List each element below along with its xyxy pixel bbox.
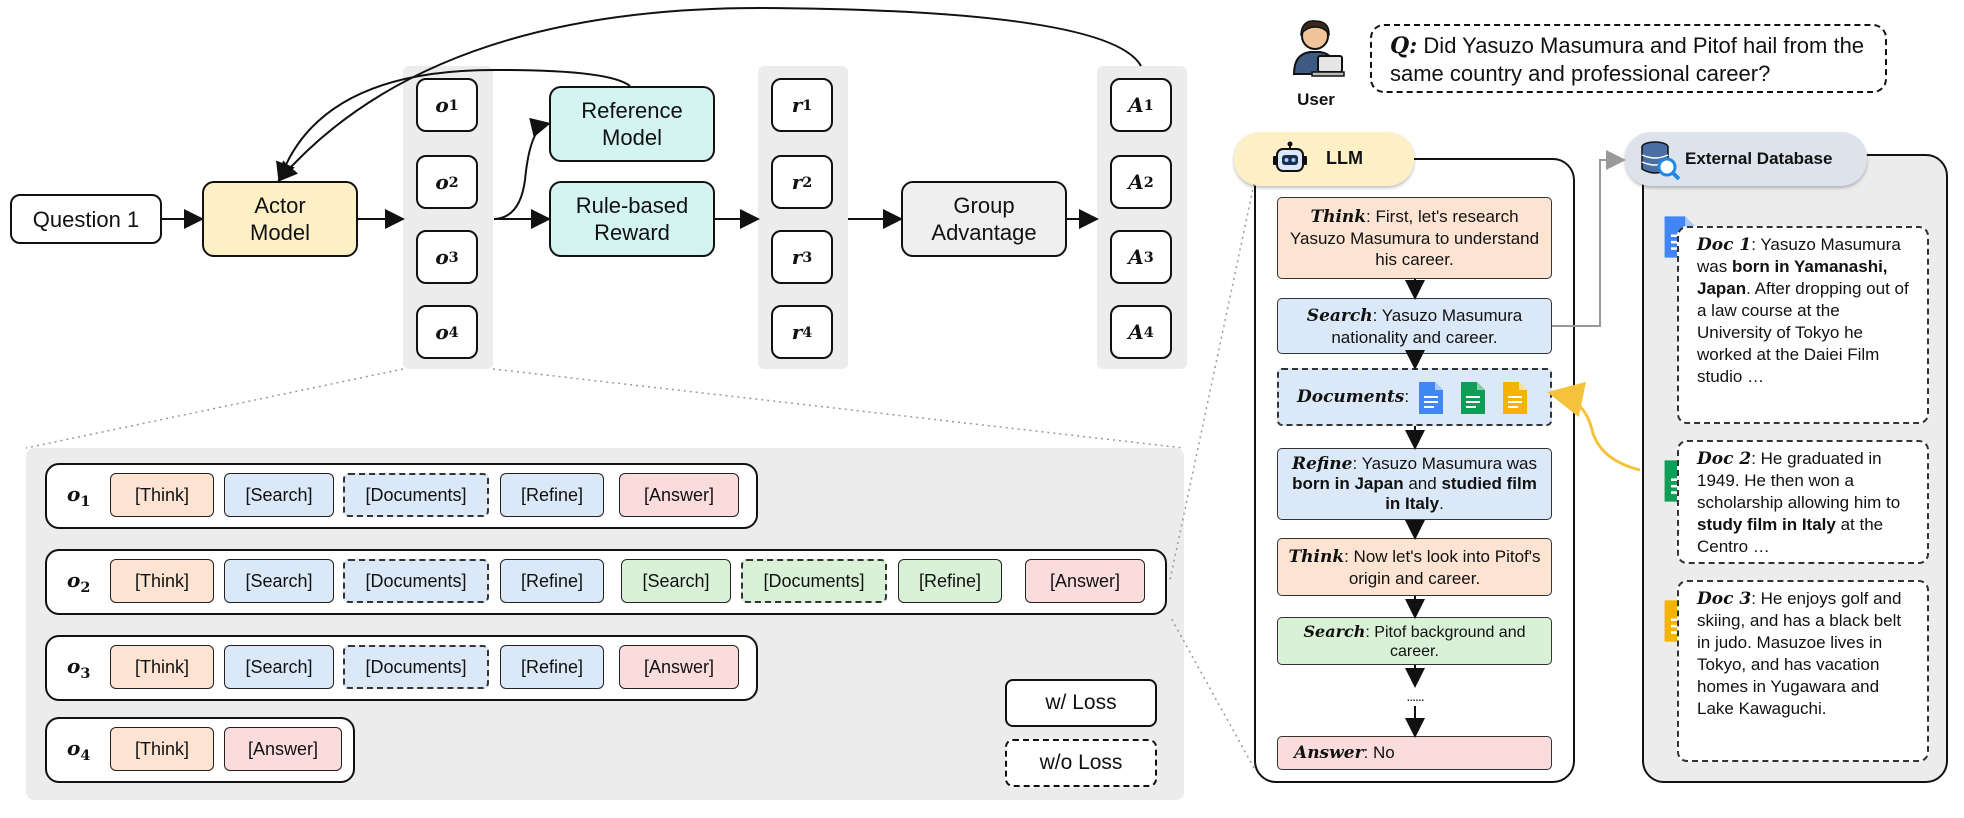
group-label-1: Group	[953, 193, 1015, 218]
tag-think: [Think]	[110, 645, 214, 689]
reference-label-2: Model	[602, 125, 662, 150]
q-prefix: Q:	[1390, 33, 1418, 59]
rollout-row-o3: o3 [Think] [Search] [Documents] [Refine]…	[45, 635, 758, 701]
rollout-row-o2: o2 [Think] [Search] [Documents] [Refine]…	[45, 549, 1167, 615]
legend-with-loss: w/ Loss	[1005, 679, 1157, 727]
step-refine: Refine: Yasuzo Masumura was born in Japa…	[1277, 448, 1552, 520]
rollout-row-o4: o4 [Think] [Answer]	[45, 717, 355, 783]
llm-pill: LLM	[1234, 132, 1414, 186]
tag-answer: [Answer]	[619, 473, 739, 517]
step-ellipsis: ......	[1406, 688, 1424, 704]
database-search-icon	[1639, 139, 1681, 186]
doc-2: Doc 2: He graduated in 1949. He then won…	[1677, 440, 1929, 564]
user-question-box: Q: Did Yasuzo Masumura and Pitof hail fr…	[1370, 24, 1887, 93]
tag-think: [Think]	[110, 559, 214, 603]
tag-search: [Search]	[224, 473, 334, 517]
question-label: Question 1	[32, 206, 140, 232]
row-label-o1: o1	[67, 482, 91, 510]
step-think-1: Think: First, let's research Yasuzo Masu…	[1277, 197, 1552, 279]
tag-documents: [Documents]	[343, 559, 489, 603]
document-icon	[1417, 380, 1445, 421]
step-search-2: Search: Pitof background and career.	[1277, 617, 1552, 665]
database-label: External Database	[1685, 149, 1833, 168]
tag-search: [Search]	[224, 559, 334, 603]
reward-label-2: Reward	[594, 220, 670, 245]
user-laptop-icon	[1284, 14, 1346, 80]
tag-think: [Think]	[110, 727, 214, 771]
llm-label: LLM	[1326, 148, 1363, 168]
tag-think: [Think]	[110, 473, 214, 517]
step-documents: Documents:	[1277, 368, 1552, 426]
actor-label-1: Actor	[254, 193, 306, 218]
group-advantage-box: Group Advantage	[901, 181, 1067, 257]
rollout-row-o1: o1 [Think] [Search] [Documents] [Refine]…	[45, 463, 758, 529]
tag-documents: [Documents]	[343, 473, 489, 517]
document-icon	[1459, 380, 1487, 421]
tag-refine-2: [Refine]	[898, 559, 1002, 603]
tag-answer: [Answer]	[619, 645, 739, 689]
actor-label-2: Model	[250, 220, 310, 245]
tag-search-2: [Search]	[621, 559, 731, 603]
tag-answer: [Answer]	[224, 727, 342, 771]
reward-label-1: Rule-based	[575, 193, 689, 218]
row-label-o4: o4	[67, 736, 91, 764]
row-label-o2: o2	[67, 568, 91, 596]
step-answer: Answer: No	[1277, 736, 1552, 770]
tag-documents: [Documents]	[343, 645, 489, 689]
reference-model-box: Reference Model	[549, 86, 715, 162]
step-think-2: Think: Now let's look into Pitof's origi…	[1277, 538, 1552, 596]
doc-3: Doc 3: He enjoys golf and skiing, and ha…	[1677, 580, 1929, 762]
tag-refine: [Refine]	[500, 645, 604, 689]
robot-icon	[1272, 141, 1308, 182]
question-box: Question 1	[10, 194, 162, 244]
group-label-2: Advantage	[931, 220, 1037, 245]
tag-refine: [Refine]	[500, 559, 604, 603]
document-icon	[1501, 380, 1529, 421]
tag-answer: [Answer]	[1025, 559, 1145, 603]
doc-1: Doc 1: Yasuzo Masumura was born in Yaman…	[1677, 226, 1929, 424]
tag-documents-2: [Documents]	[741, 559, 887, 603]
legend-without-loss: w/o Loss	[1005, 739, 1157, 787]
question-text: Did Yasuzo Masumura and Pitof hail from …	[1390, 33, 1865, 86]
step-search-1: Search: Yasuzo Masumura nationality and …	[1277, 298, 1552, 354]
reference-label-1: Reference	[581, 98, 683, 123]
row-label-o3: o3	[67, 654, 91, 682]
tag-search: [Search]	[224, 645, 334, 689]
actor-model-box: Actor Model	[202, 181, 358, 257]
tag-refine: [Refine]	[500, 473, 604, 517]
database-pill: External Database	[1625, 132, 1867, 186]
user-label: User	[1297, 90, 1335, 109]
rule-reward-box: Rule-based Reward	[549, 181, 715, 257]
